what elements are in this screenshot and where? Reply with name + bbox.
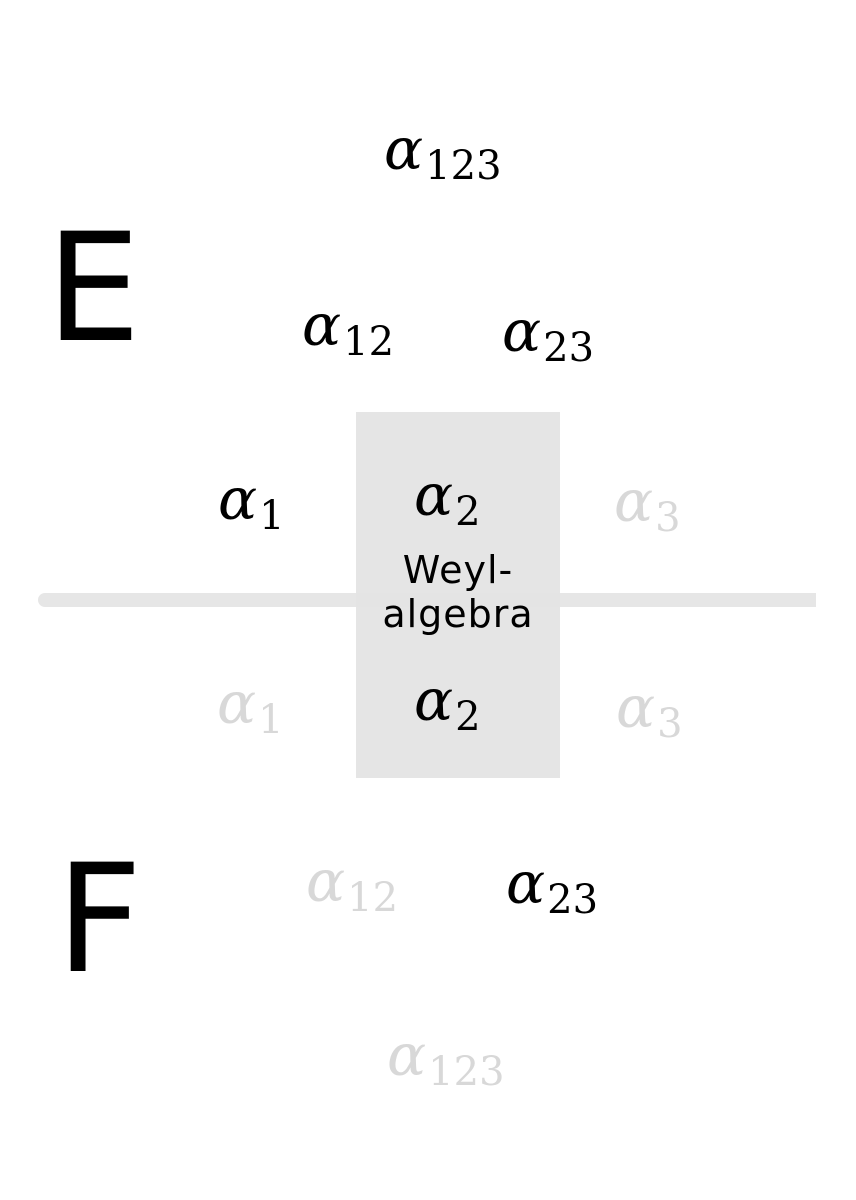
root-symbol: α xyxy=(614,467,654,535)
root-symbol: α xyxy=(384,115,424,183)
root-index: 1 xyxy=(259,493,285,539)
weyl-algebra-label-text: Weyl- algebra xyxy=(382,548,534,636)
root-index: 2 xyxy=(455,694,481,740)
root-symbol: α xyxy=(306,847,346,915)
root-label-f-a23: α23 xyxy=(506,854,598,920)
root-index: 1 xyxy=(258,697,284,743)
root-symbol: α xyxy=(218,465,258,533)
root-index: 3 xyxy=(657,701,683,747)
root-symbol: α xyxy=(414,461,454,529)
root-index: 23 xyxy=(547,877,599,923)
root-index: 123 xyxy=(425,143,502,189)
letter-e: E xyxy=(46,202,141,376)
root-label-f-a123: α123 xyxy=(387,1026,505,1092)
root-label-f-a2: α2 xyxy=(414,671,481,737)
root-label-f-a12: α12 xyxy=(306,852,398,918)
root-symbol: α xyxy=(387,1021,427,1089)
root-label-f-a3: α3 xyxy=(616,678,683,744)
root-label-f-a1: α1 xyxy=(217,674,284,740)
root-index: 2 xyxy=(455,489,481,535)
root-index: 12 xyxy=(343,319,395,365)
root-symbol: α xyxy=(217,669,257,737)
root-label-e-a2: α2 xyxy=(414,466,481,532)
root-symbol: α xyxy=(302,291,342,359)
root-label-e-a123: α123 xyxy=(384,120,502,186)
root-label-e-a3: α3 xyxy=(614,472,681,538)
root-index: 23 xyxy=(543,325,595,371)
root-symbol: α xyxy=(502,297,542,365)
divider-line xyxy=(38,593,816,607)
root-index: 123 xyxy=(428,1049,505,1095)
root-symbol: α xyxy=(414,666,454,734)
root-symbol: α xyxy=(616,673,656,741)
root-index: 12 xyxy=(347,875,399,921)
root-label-e-a1: α1 xyxy=(218,470,285,536)
root-index: 3 xyxy=(655,495,681,541)
root-symbol: α xyxy=(506,849,546,917)
letter-f: F xyxy=(56,833,143,1007)
weyl-algebra-label: Weyl- algebra xyxy=(356,548,560,636)
root-label-e-a12: α12 xyxy=(302,296,394,362)
root-label-e-a23: α23 xyxy=(502,302,594,368)
